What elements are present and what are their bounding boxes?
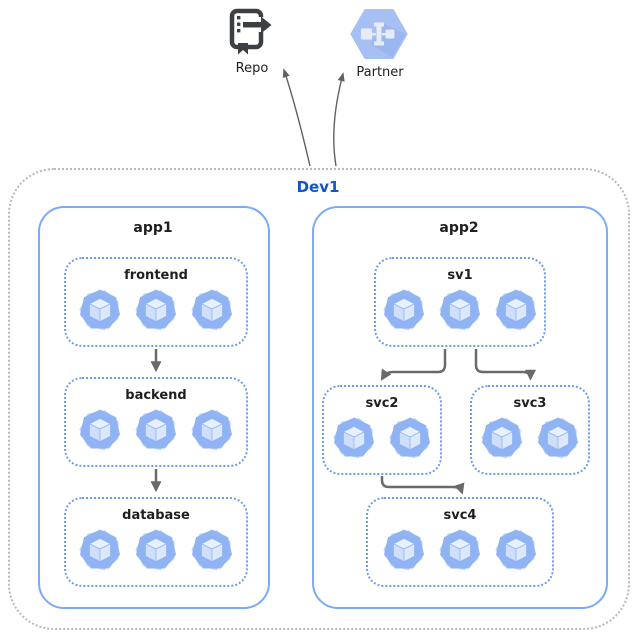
svc3-pods bbox=[479, 416, 581, 460]
frontend-pods bbox=[77, 288, 235, 332]
svc2-pods bbox=[331, 416, 433, 460]
group-svc4: svc4 bbox=[366, 497, 554, 587]
pod-icon bbox=[133, 288, 179, 332]
group-svc3: svc3 bbox=[470, 385, 590, 475]
pod-icon bbox=[493, 288, 539, 332]
svc4-pods bbox=[381, 528, 539, 572]
arrow-dev1-partner bbox=[333, 72, 345, 167]
app1-label: app1 bbox=[133, 220, 173, 236]
app2-label: app2 bbox=[439, 220, 479, 236]
sv1-pods bbox=[381, 288, 539, 332]
group-backend: backend bbox=[64, 377, 248, 467]
backend-pods bbox=[77, 408, 235, 452]
pod-icon bbox=[381, 528, 427, 572]
group-svc4-label: svc4 bbox=[443, 508, 477, 523]
source-repository-icon bbox=[229, 8, 272, 55]
partner-interconnect-hexagon-icon bbox=[350, 9, 408, 59]
partner-label: Partner bbox=[356, 65, 404, 80]
environment-dev1-label: Dev1 bbox=[296, 178, 340, 196]
group-svc3-label: svc3 bbox=[513, 396, 547, 411]
arrow-dev1-repo bbox=[282, 68, 311, 167]
pod-icon bbox=[133, 408, 179, 452]
group-svc2-label: svc2 bbox=[365, 396, 399, 411]
pod-icon bbox=[189, 288, 235, 332]
database-pods bbox=[77, 528, 235, 572]
pod-icon bbox=[77, 528, 123, 572]
pod-icon bbox=[77, 408, 123, 452]
pod-icon bbox=[479, 416, 525, 460]
pod-icon bbox=[189, 528, 235, 572]
pod-icon bbox=[189, 408, 235, 452]
pod-icon bbox=[535, 416, 581, 460]
pod-icon bbox=[387, 416, 433, 460]
repo-label: Repo bbox=[235, 61, 269, 76]
pod-icon bbox=[437, 288, 483, 332]
group-backend-label: backend bbox=[125, 388, 187, 403]
group-database-label: database bbox=[122, 508, 190, 523]
group-frontend-label: frontend bbox=[124, 268, 188, 283]
group-database: database bbox=[64, 497, 248, 587]
pod-icon bbox=[381, 288, 427, 332]
pod-icon bbox=[437, 528, 483, 572]
group-svc2: svc2 bbox=[322, 385, 442, 475]
group-sv1: sv1 bbox=[374, 257, 546, 347]
pod-icon bbox=[77, 288, 123, 332]
group-sv1-label: sv1 bbox=[447, 268, 473, 283]
pod-icon bbox=[493, 528, 539, 572]
group-frontend: frontend bbox=[64, 257, 248, 347]
pod-icon bbox=[331, 416, 377, 460]
pod-icon bbox=[133, 528, 179, 572]
